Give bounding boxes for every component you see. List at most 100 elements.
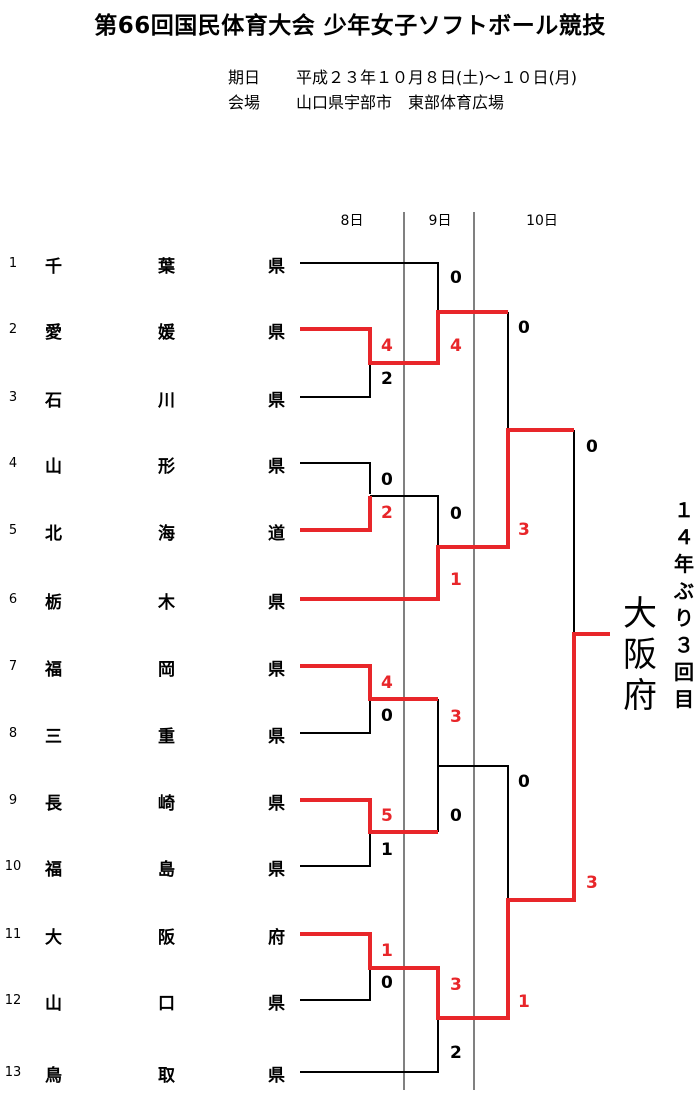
team-name-char: 媛 xyxy=(158,323,175,343)
score-r2m4-top: 3 xyxy=(450,975,462,995)
team-name-char: 口 xyxy=(158,994,175,1014)
date-row: 期日 平成２３年１０月８日(土)～１０日(月) xyxy=(228,64,577,88)
team-name-char: 福 xyxy=(45,860,62,880)
team-name-char: 川 xyxy=(158,391,175,411)
score-r3m1-bot: 3 xyxy=(518,520,530,540)
team-name-char: 三 xyxy=(45,727,62,747)
score-r3m2-top: 0 xyxy=(518,772,530,792)
team-name-char: 県 xyxy=(268,1066,285,1086)
team-name-char: 千 xyxy=(45,257,62,277)
page-title: 第66回国民体育大会 少年女子ソフトボール競技 xyxy=(94,13,606,39)
score-r1m1-top: 4 xyxy=(381,336,393,356)
team-name-char: 崎 xyxy=(158,794,175,814)
champion-name: 大阪府 xyxy=(623,594,657,716)
line-team-4 xyxy=(300,462,371,494)
score-r1m5-top: 1 xyxy=(381,941,393,961)
line-team-6 xyxy=(300,428,574,601)
team-number: 8 xyxy=(8,726,18,741)
score-r2m4-bot: 2 xyxy=(450,1043,462,1063)
team-name-char: 葉 xyxy=(158,257,175,277)
venue-value: 山口県宇部市 東部体育広場 xyxy=(296,93,505,112)
score-r2m3-top: 3 xyxy=(450,707,462,727)
score-r1m2-top: 0 xyxy=(381,470,393,490)
score-r1m5-bot: 0 xyxy=(381,973,393,993)
line-team-9 xyxy=(300,798,438,834)
team-name-char: 鳥 xyxy=(45,1066,62,1086)
line-team-7 xyxy=(300,664,438,701)
line-r1m2-win xyxy=(370,495,439,547)
team-name-char: 海 xyxy=(158,524,175,544)
score-r2m1-top: 0 xyxy=(450,268,462,288)
line-team-10 xyxy=(300,832,371,867)
team-number: 5 xyxy=(8,523,18,538)
score-r2m2-bot: 1 xyxy=(450,570,462,590)
team-name-char: 長 xyxy=(45,794,62,814)
team-name-char: 県 xyxy=(268,660,285,680)
line-team-5 xyxy=(300,496,372,532)
line-r2m3 xyxy=(438,765,509,900)
line-team-2 xyxy=(300,310,508,365)
day-header-3: 10日 xyxy=(526,213,558,229)
team-number: 6 xyxy=(8,592,18,607)
team-name-char: 形 xyxy=(158,457,175,477)
team-number: 11 xyxy=(4,927,22,942)
day-header-2: 9日 xyxy=(428,213,452,229)
team-name-char: 県 xyxy=(268,794,285,814)
date-value: 平成２３年１０月８日(土)～１０日(月) xyxy=(296,68,577,87)
team-name-char: 重 xyxy=(158,727,175,747)
score-r3m2-bot: 1 xyxy=(518,992,530,1012)
line-team-11 xyxy=(300,632,610,1020)
team-name-char: 栃 xyxy=(45,593,62,613)
team-name-char: 県 xyxy=(268,391,285,411)
line-team-13 xyxy=(300,1018,439,1073)
loser-lines xyxy=(300,262,575,1073)
team-name-char: 県 xyxy=(268,593,285,613)
team-name-char: 福 xyxy=(45,660,62,680)
team-name-char: 大 xyxy=(45,928,62,948)
team-name-char: 県 xyxy=(268,257,285,277)
team-number: 13 xyxy=(4,1065,22,1080)
line-team-3 xyxy=(300,363,371,398)
team-name-char: 県 xyxy=(268,323,285,343)
team-name-char: 石 xyxy=(45,391,62,411)
score-r1m4-top: 5 xyxy=(381,806,393,826)
venue-row: 会場 山口県宇部市 東部体育広場 xyxy=(228,89,504,113)
line-team-12 xyxy=(300,968,371,1001)
line-team-8 xyxy=(300,699,371,734)
team-name-char: 山 xyxy=(45,457,62,477)
team-name-char: 愛 xyxy=(45,323,62,343)
team-number: 10 xyxy=(4,859,22,874)
team-name-char: 県 xyxy=(268,457,285,477)
team-name-char: 県 xyxy=(268,860,285,880)
team-number: 4 xyxy=(8,456,18,471)
team-number: 12 xyxy=(4,993,22,1008)
team-name-char: 県 xyxy=(268,994,285,1014)
team-number: 1 xyxy=(8,256,18,271)
team-name-char: 山 xyxy=(45,994,62,1014)
score-r3m1-top: 0 xyxy=(518,318,530,338)
team-number: 9 xyxy=(8,793,18,808)
date-label: 期日 xyxy=(228,68,261,87)
team-name-char: 木 xyxy=(158,593,175,613)
venue-label: 会場 xyxy=(228,93,261,112)
score-r2m3-bot: 0 xyxy=(450,806,462,826)
score-r1m3-top: 4 xyxy=(381,673,393,693)
score-r2m1-bot: 4 xyxy=(450,336,462,356)
team-number: 2 xyxy=(8,322,18,337)
score-r1m2-bot: 2 xyxy=(381,503,393,523)
score-r1m3-bot: 0 xyxy=(381,706,393,726)
team-name-char: 県 xyxy=(268,727,285,747)
score-final-top: 0 xyxy=(586,437,598,457)
day-header-1: 8日 xyxy=(340,213,364,229)
score-r1m4-bot: 1 xyxy=(381,840,393,860)
winner-lines xyxy=(300,310,610,1020)
team-number: 7 xyxy=(8,659,18,674)
score-r1m1-bot: 2 xyxy=(381,369,393,389)
score-final-bot: 3 xyxy=(586,873,598,893)
team-name-char: 道 xyxy=(268,524,285,544)
team-name-char: 阪 xyxy=(158,928,175,948)
team-name-char: 取 xyxy=(158,1066,175,1086)
team-name-char: 北 xyxy=(45,524,62,544)
